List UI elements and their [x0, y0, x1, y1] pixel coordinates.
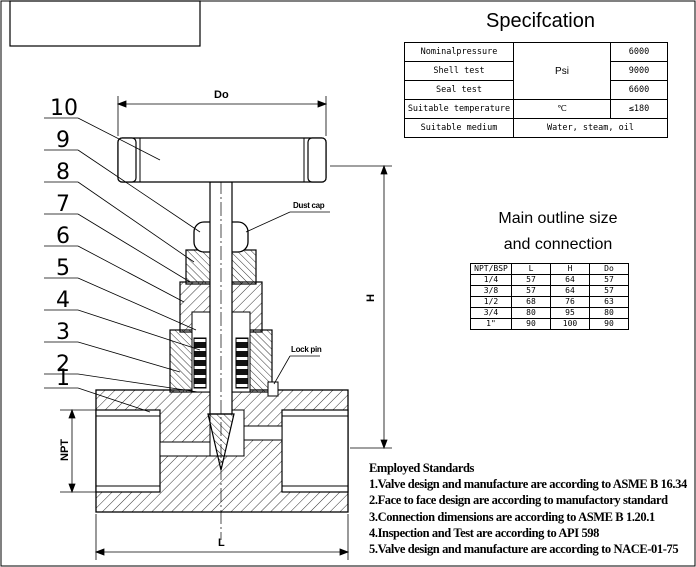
- table-row: 3/4 80 95 80: [470, 307, 629, 319]
- spec-label: Suitable temperature: [404, 99, 514, 119]
- spec-row: Seal test 6600: [404, 80, 668, 100]
- spec-value: Water, steam, oil: [513, 118, 668, 138]
- stem: [207, 180, 235, 540]
- column-header: Do: [589, 263, 629, 275]
- table-cell: 57: [511, 274, 551, 286]
- column-header: H: [550, 263, 590, 275]
- pressure-unit: Psi: [513, 42, 611, 100]
- spec-label: Seal test: [404, 80, 514, 100]
- standards-item: 4.Inspection and Test are according to A…: [369, 525, 600, 540]
- table-cell: 57: [511, 285, 551, 297]
- table-row: 1" 90 100 90: [470, 318, 629, 330]
- table-cell: 80: [589, 307, 629, 319]
- table-cell: 1": [470, 318, 512, 330]
- outline-title-line2: and connection: [503, 236, 613, 253]
- table-cell: 57: [589, 285, 629, 297]
- dimension-h-label: H: [364, 294, 377, 302]
- part-number-2: 2: [56, 352, 70, 377]
- spec-row: Suitable temperature ℃ ≤180: [404, 99, 668, 119]
- lock-pin-callout: Lock pin: [291, 345, 322, 354]
- table-cell: 1/4: [470, 274, 512, 286]
- table-cell: 90: [511, 318, 551, 330]
- standards-item: 2.Face to face design are according to m…: [369, 493, 668, 508]
- title-block: [9, 0, 201, 47]
- spec-value: ≤180: [610, 99, 668, 119]
- part-leaders: [44, 117, 330, 413]
- part-number-3: 3: [56, 320, 70, 345]
- temperature-unit: ℃: [513, 99, 611, 119]
- spec-value: 6000: [610, 42, 668, 62]
- part-number-10: 10: [50, 96, 78, 121]
- table-row: 3/8 57 64 57: [470, 285, 629, 297]
- lock-pin: [267, 381, 279, 397]
- dimension-do-label: Do: [214, 89, 229, 101]
- column-header: NPT/BSP: [470, 263, 512, 275]
- table-cell: 90: [589, 318, 629, 330]
- outline-title-line1: Main outline size: [498, 210, 618, 227]
- outline-title: Main outline size and connection: [478, 206, 638, 258]
- spec-value: 6600: [610, 80, 668, 100]
- spec-value: 9000: [610, 61, 668, 81]
- table-cell: 63: [589, 296, 629, 308]
- table-cell: 95: [550, 307, 590, 319]
- spec-row: Suitable medium Water, steam, oil: [404, 118, 668, 138]
- spec-label: Suitable medium: [404, 118, 514, 138]
- part-number-1: 1: [56, 366, 70, 391]
- column-header: L: [511, 263, 551, 275]
- part-number-9: 9: [56, 128, 70, 153]
- table-cell: 100: [550, 318, 590, 330]
- specification-title: Specifcation: [486, 10, 595, 32]
- dimension-npt: [60, 408, 96, 494]
- table-cell: 1/2: [470, 296, 512, 308]
- table-cell: 64: [550, 274, 590, 286]
- part-number-6: 6: [56, 224, 70, 249]
- standards-title: Employed Standards: [369, 461, 474, 475]
- table-row: 1/4 57 64 57: [470, 274, 629, 286]
- part-number-4: 4: [56, 288, 70, 313]
- outline-size-table: NPT/BSP L H Do 1/4 57 64 57 3/8 57 64 57…: [470, 263, 629, 330]
- table-cell: 3/8: [470, 285, 512, 297]
- table-cell: 76: [550, 296, 590, 308]
- employed-standards: Employed Standards 1.Valve design and ma…: [369, 460, 687, 557]
- table-row: 1/2 68 76 63: [470, 296, 629, 308]
- part-number-8: 8: [56, 160, 70, 185]
- dimension-h: [330, 164, 392, 450]
- table-header-row: NPT/BSP L H Do: [470, 263, 629, 275]
- dimension-l: [94, 514, 350, 560]
- dimension-l-label: L: [218, 537, 225, 549]
- standards-item: 1.Valve design and manufacture are accor…: [369, 477, 687, 492]
- part-number-5: 5: [56, 256, 70, 281]
- table-cell: 80: [511, 307, 551, 319]
- dust-cap-callout: Dust cap: [293, 201, 325, 210]
- part-number-7: 7: [56, 192, 70, 217]
- specification-table: Nominalpressure Psi 6000 Shell test 9000…: [404, 42, 668, 138]
- spec-label: Nominalpressure: [404, 42, 514, 62]
- handle: [117, 137, 327, 183]
- dimension-do: [116, 96, 328, 136]
- table-cell: 3/4: [470, 307, 512, 319]
- spec-label: Shell test: [404, 61, 514, 81]
- standards-item: 5.Valve design and manufacture are accor…: [369, 542, 679, 557]
- table-cell: 57: [589, 274, 629, 286]
- spec-row: Nominalpressure Psi 6000: [404, 42, 668, 100]
- standards-item: 3.Connection dimensions are according to…: [369, 509, 655, 524]
- table-cell: 68: [511, 296, 551, 308]
- dimension-npt-label: NPT: [59, 439, 71, 461]
- table-cell: 64: [550, 285, 590, 297]
